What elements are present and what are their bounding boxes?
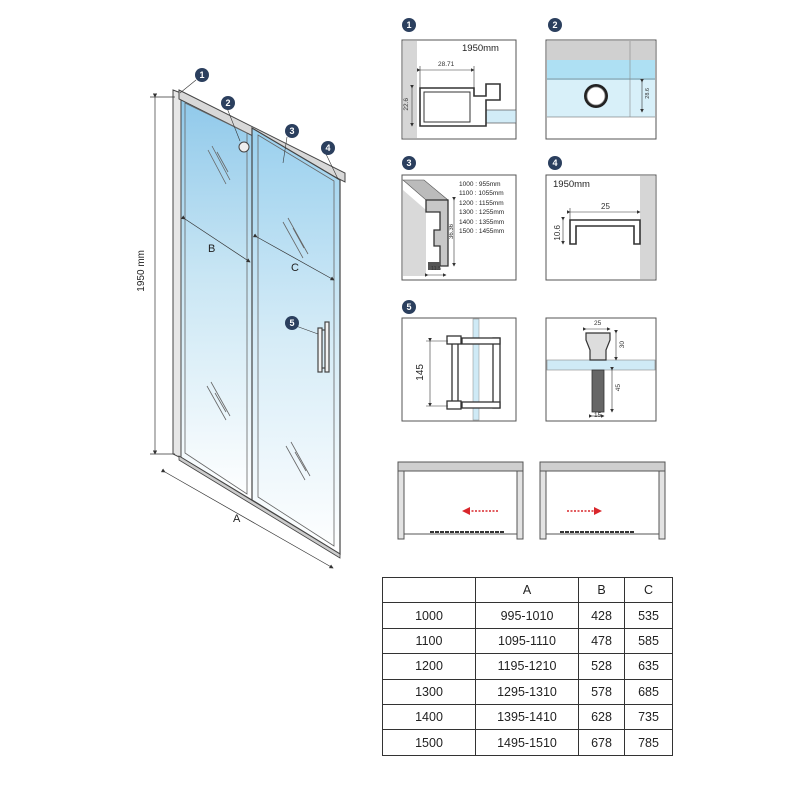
table-cell: 585 xyxy=(624,627,673,655)
dimension-a-label: A xyxy=(233,513,241,525)
table-cell: 1400 xyxy=(382,703,476,731)
detail6-upper-dim: 30 xyxy=(619,341,626,349)
table-cell: 535 xyxy=(624,602,673,629)
handle xyxy=(317,321,330,373)
callout-1-main: 1 xyxy=(195,68,209,82)
detail1-height-dim: 22.6 xyxy=(403,98,410,111)
callout-5-detail: 5 xyxy=(402,300,416,314)
callout-1-detail: 1 xyxy=(402,18,416,32)
detail6-top-dim: 25 xyxy=(594,320,602,327)
table-row: 1200 1195-1210 528 635 xyxy=(382,653,673,680)
detail3-size-item: 1500 : 1455mm xyxy=(459,228,505,236)
table-cell: 678 xyxy=(578,729,625,756)
table-header-cell: C xyxy=(624,576,673,604)
table-cell: 478 xyxy=(578,627,625,655)
detail3-size-item: 1400 : 1355mm xyxy=(459,218,505,226)
table-cell: 1300 xyxy=(382,678,476,705)
table-cell: 1100 xyxy=(382,627,476,655)
table-cell: 1200 xyxy=(382,653,476,680)
detail3-size-item: 1000 : 955mm xyxy=(459,181,501,188)
detail1-width-dim: 28.71 xyxy=(438,61,455,68)
table-row: 1000 995-1010 428 535 xyxy=(382,602,673,629)
table-cell: 785 xyxy=(624,729,673,756)
callout-2-detail: 2 xyxy=(548,18,562,32)
dimension-b-label: B xyxy=(208,243,216,255)
detail4-height-dim: 10.6 xyxy=(553,225,562,241)
table-cell: 1500 xyxy=(382,729,476,756)
detail1-height-label: 1950mm xyxy=(462,43,499,54)
table-cell: 1495-1510 xyxy=(475,729,579,756)
detail-4-bottom-profile xyxy=(545,174,657,281)
height-dimension-label: 1950 mm xyxy=(136,250,147,292)
main-shower-door xyxy=(150,79,346,569)
wall-profile xyxy=(172,89,182,459)
table-row: 1100 1095-1110 478 585 xyxy=(382,627,673,655)
table-cell: 1095-1110 xyxy=(475,627,579,655)
table-row: 1500 1495-1510 678 785 xyxy=(382,729,673,756)
table-cell: 628 xyxy=(578,703,625,731)
detail4-height-label: 1950mm xyxy=(553,179,590,190)
table-cell: 635 xyxy=(624,653,673,680)
detail3-size-item: 1200 : 1155mm xyxy=(459,199,504,207)
dimension-c-label: C xyxy=(291,262,299,274)
table-header-cell xyxy=(382,576,476,604)
table-cell: 1295-1310 xyxy=(475,678,579,705)
table-row: 1400 1395-1410 628 735 xyxy=(382,703,673,731)
detail3-size-item: 1300 : 1255mm xyxy=(459,209,505,217)
table-cell: 1395-1410 xyxy=(475,703,579,731)
detail6-lower-dim: 45 xyxy=(615,384,622,392)
callout-3-main: 3 xyxy=(285,124,299,138)
roller xyxy=(238,141,250,153)
callout-4-detail: 4 xyxy=(548,156,562,170)
table-cell: 428 xyxy=(578,602,625,629)
callout-4-main: 4 xyxy=(321,141,335,155)
detail3-size-list: 1000 : 955mm 1100 : 1055mm 1200 : 1155mm… xyxy=(459,180,504,236)
callout-3-detail: 3 xyxy=(402,156,416,170)
detail-5-handle xyxy=(401,317,517,422)
callout-2-main: 2 xyxy=(221,96,235,110)
detail-2-roller xyxy=(545,39,657,140)
detail2-dim: 28.6 xyxy=(645,88,651,99)
table-cell: 1195-1210 xyxy=(475,653,579,680)
detail-3-top-rail-profile xyxy=(401,174,517,281)
detail6-bottom-dim: 15 xyxy=(594,412,602,419)
table-cell: 528 xyxy=(578,653,625,680)
callout-5-main: 5 xyxy=(285,316,299,330)
table-header-cell: B xyxy=(578,576,625,604)
table-header-cell: A xyxy=(475,576,579,604)
table-cell: 735 xyxy=(624,703,673,731)
detail3-height-dim: 36.36 xyxy=(449,224,455,240)
fixed-glass-panel xyxy=(178,93,253,501)
table-header-row: A B C xyxy=(382,576,673,604)
detail5-handle-dim: 145 xyxy=(415,364,426,381)
table-cell: 578 xyxy=(578,678,625,705)
table-row: 1300 1295-1310 578 685 xyxy=(382,678,673,705)
detail3-width-dim: 11.5 xyxy=(431,266,442,272)
detail-1-wall-profile xyxy=(401,39,517,140)
opening-left-diagram xyxy=(397,461,524,540)
table-cell: 685 xyxy=(624,678,673,705)
detail4-width-dim: 25 xyxy=(601,202,610,211)
table-cell: 995-1010 xyxy=(475,602,579,629)
detail-6-handle-section xyxy=(545,317,657,422)
size-table: A B C 1000 995-1010 428 535 1100 1095-11… xyxy=(382,576,673,756)
table-cell: 1000 xyxy=(382,602,476,629)
opening-right-diagram xyxy=(539,461,666,540)
detail3-size-item: 1100 : 1055mm xyxy=(459,190,504,198)
